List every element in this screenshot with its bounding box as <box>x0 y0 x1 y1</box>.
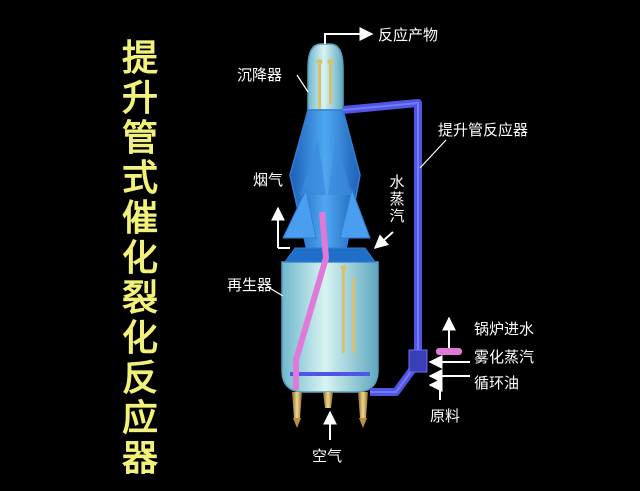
title-char: 式 <box>121 157 158 199</box>
title-char: 裂 <box>121 277 158 319</box>
leader-lines <box>267 74 447 297</box>
title-char: 升 <box>121 77 158 119</box>
label-recycle-oil: 循环油 <box>474 374 520 392</box>
title-char: 催 <box>121 197 158 239</box>
steam-char: 水 <box>389 173 405 191</box>
title-char: 化 <box>121 317 158 359</box>
catalyst-standpipe <box>293 211 329 390</box>
diagram-title: 提升管式催化裂化反应器 <box>118 38 162 478</box>
label-feedstock: 原料 <box>430 407 461 425</box>
label-settler: 沉降器 <box>237 66 283 84</box>
label-steam: 水蒸汽 <box>388 174 406 225</box>
flow-arrows <box>271 27 470 440</box>
cyclone-cone <box>282 109 371 256</box>
title-char: 化 <box>121 237 158 279</box>
label-air: 空气 <box>312 447 343 465</box>
label-flue-gas: 烟气 <box>253 171 284 189</box>
steam-char: 汽 <box>389 207 405 225</box>
title-char: 提 <box>121 37 158 79</box>
regenerator-vessel <box>281 247 379 393</box>
feed-injection <box>408 348 462 373</box>
settler-vessel <box>307 43 344 114</box>
label-atomizing-steam: 雾化蒸汽 <box>474 348 535 366</box>
label-product: 反应产物 <box>378 26 439 44</box>
label-regenerator: 再生器 <box>227 276 273 294</box>
title-char: 反 <box>121 357 158 399</box>
title-char: 应 <box>121 397 158 439</box>
air-nozzles <box>292 392 368 428</box>
steam-char: 蒸 <box>389 190 405 208</box>
label-riser-reactor: 提升管反应器 <box>438 121 529 139</box>
title-char: 器 <box>121 437 158 479</box>
label-boiler-water: 锅炉进水 <box>474 320 535 338</box>
title-char: 管 <box>121 117 158 159</box>
